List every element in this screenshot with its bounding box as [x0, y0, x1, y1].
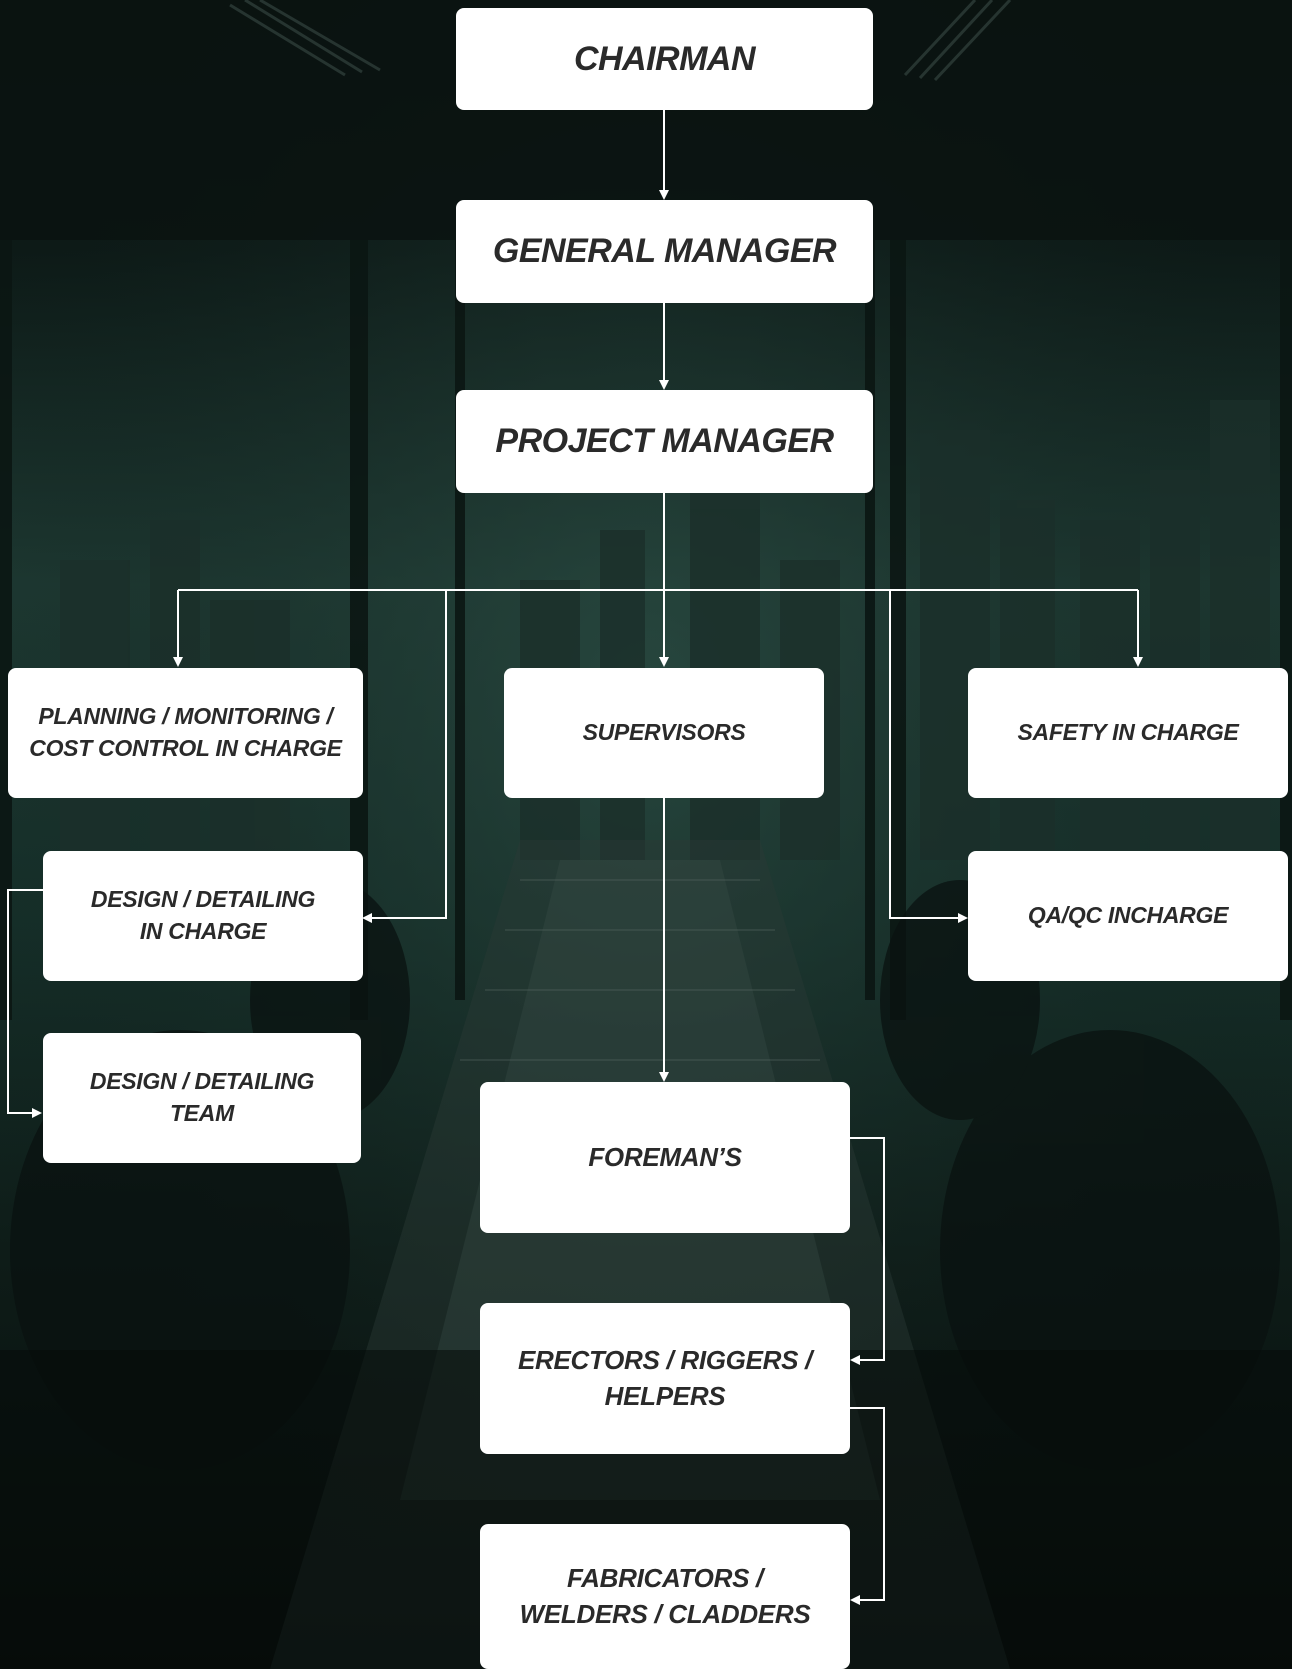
arrow-to-qa-qc	[889, 590, 968, 923]
node-chairman: CHAIRMAN	[456, 8, 873, 110]
arrow-design-incharge-to-team	[7, 889, 43, 1118]
node-qa-qc-incharge: QA/QC INCHARGE	[968, 851, 1288, 981]
node-foremans: FOREMAN’S	[480, 1082, 850, 1233]
node-supervisors: SUPERVISORS	[504, 668, 824, 798]
node-erectors-riggers-helpers: ERECTORS / RIGGERS / HELPERS	[480, 1303, 850, 1454]
node-safety-in-charge: SAFETY IN CHARGE	[968, 668, 1288, 798]
node-fabricators-welders-cladders: FABRICATORS / WELDERS / CLADDERS	[480, 1524, 850, 1669]
node-design-detailing-team: DESIGN / DETAILING TEAM	[43, 1033, 361, 1163]
node-design-detailing-incharge: DESIGN / DETAILING IN CHARGE	[43, 851, 363, 981]
node-planning-monitoring: PLANNING / MONITORING / COST CONTROL IN …	[8, 668, 363, 798]
node-general-manager: GENERAL MANAGER	[456, 200, 873, 303]
arrow-foremans-to-erectors	[850, 1137, 885, 1365]
node-project-manager: PROJECT MANAGER	[456, 390, 873, 493]
arrow-to-design-incharge	[362, 590, 447, 923]
arrow-erectors-to-fabricators	[850, 1407, 885, 1605]
